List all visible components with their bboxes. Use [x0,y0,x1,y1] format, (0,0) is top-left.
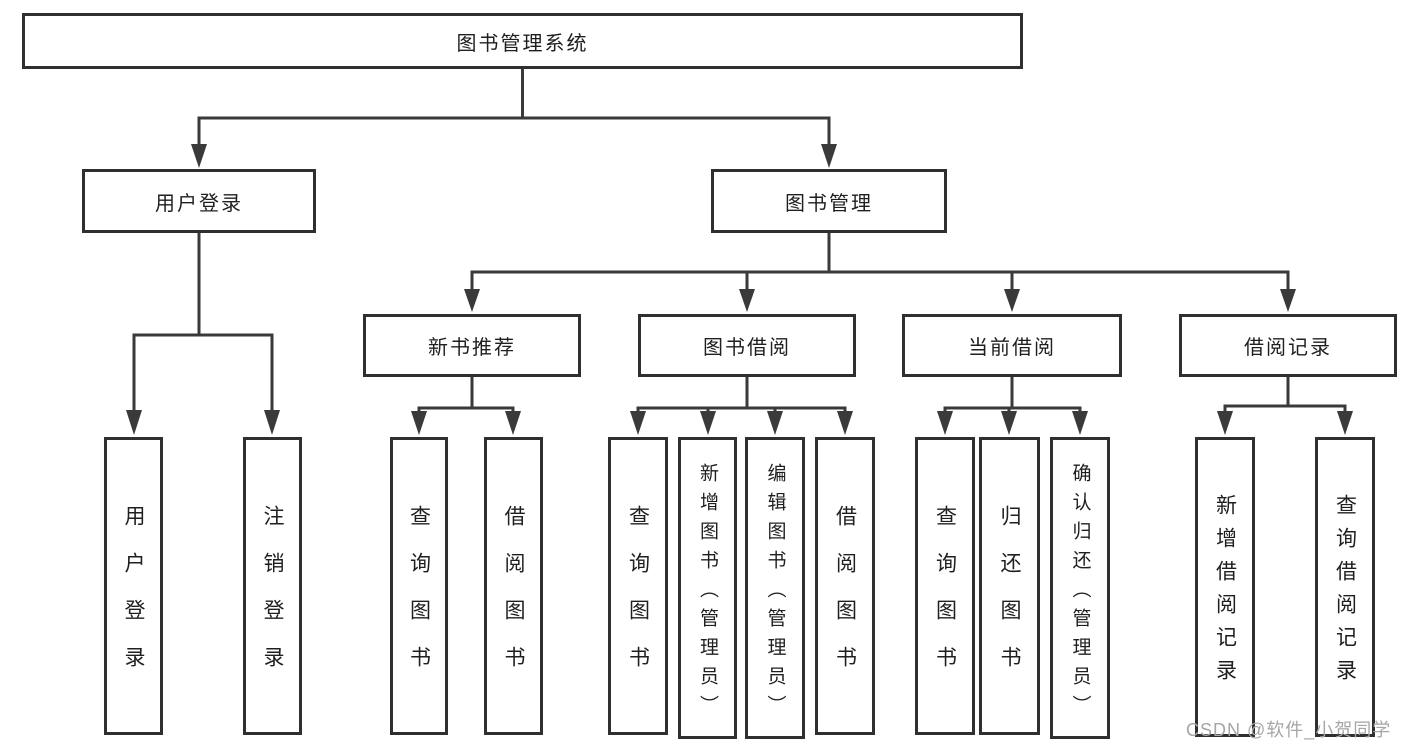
node-label: 图书管理 [785,192,873,215]
node-label: 图书管理系统 [456,32,589,55]
node-book-borrowing: 图书借阅 [638,314,856,377]
node-current-borrowing: 当前借阅 [902,314,1122,377]
arrowhead-icon [1337,411,1353,435]
leaf-label: 查询借阅记录 [1333,494,1357,692]
leaf-label: 用户登录 [122,505,145,693]
leaf-return-books: 归还图书 [979,437,1040,735]
leaf-query-books: 查询图书 [608,437,668,735]
leaf-query-borrow-record: 查询借阅记录 [1315,437,1375,737]
arrowhead-icon [1001,411,1017,435]
node-label: 当前借阅 [968,337,1056,359]
leaf-label: 借阅图书 [833,505,857,693]
arrowhead-icon [1280,289,1296,312]
leaf-query-books: 查询图书 [390,437,448,735]
arrowhead-icon [821,144,837,168]
leaf-label: 新增图书（管理员） [697,462,718,724]
arrowhead-icon [411,411,427,435]
node-label: 新书推荐 [428,337,516,359]
leaf-label: 编辑图书（管理员） [764,462,786,724]
arrowhead-icon [1072,411,1088,435]
leaf-add-borrow-record: 新增借阅记录 [1195,437,1255,737]
leaf-confirm-return-admin: 确认归还（管理员） [1050,437,1110,739]
leaf-label: 查询图书 [933,505,957,693]
arrowhead-icon [739,289,755,312]
leaf-borrow-books: 借阅图书 [484,437,543,735]
arrowhead-icon [464,289,480,312]
node-label: 借阅记录 [1244,337,1332,359]
leaf-label: 归还图书 [998,505,1021,693]
node-label: 用户登录 [155,192,243,215]
node-borrowing-records: 借阅记录 [1179,314,1397,377]
leaf-query-books: 查询图书 [915,437,975,735]
leaf-label: 新增借阅记录 [1213,494,1237,692]
node-new-book-recommend: 新书推荐 [363,314,581,377]
arrowhead-icon [700,411,716,435]
node-user-login: 用户登录 [82,169,316,233]
arrowhead-icon [191,144,207,168]
leaf-label: 确认归还（管理员） [1069,462,1091,724]
leaf-label: 查询图书 [407,505,431,693]
leaf-label: 借阅图书 [502,505,525,693]
arrowhead-icon [937,411,953,435]
arrowhead-icon [126,410,142,435]
leaf-add-books-admin: 新增图书（管理员） [678,437,737,739]
arrowhead-icon [1004,289,1020,312]
arrowhead-icon [1217,411,1233,435]
arrowhead-icon [630,411,646,435]
arrowhead-icon [767,411,783,435]
node-book-management: 图书管理 [711,169,947,233]
leaf-label: 查询图书 [626,505,650,693]
leaf-label: 注销登录 [261,505,284,693]
arrowhead-icon [837,411,853,435]
leaf-logout: 注销登录 [243,437,302,735]
csdn-watermark: CSDN @软件_小贺同学 [1186,720,1392,740]
leaf-edit-books-admin: 编辑图书（管理员） [745,437,805,739]
leaf-borrow-books: 借阅图书 [815,437,875,735]
arrowhead-icon [264,410,280,435]
arrowhead-icon [505,411,521,435]
leaf-user-login: 用户登录 [104,437,163,735]
node-library-management-system: 图书管理系统 [22,13,1023,69]
node-label: 图书借阅 [703,337,791,359]
